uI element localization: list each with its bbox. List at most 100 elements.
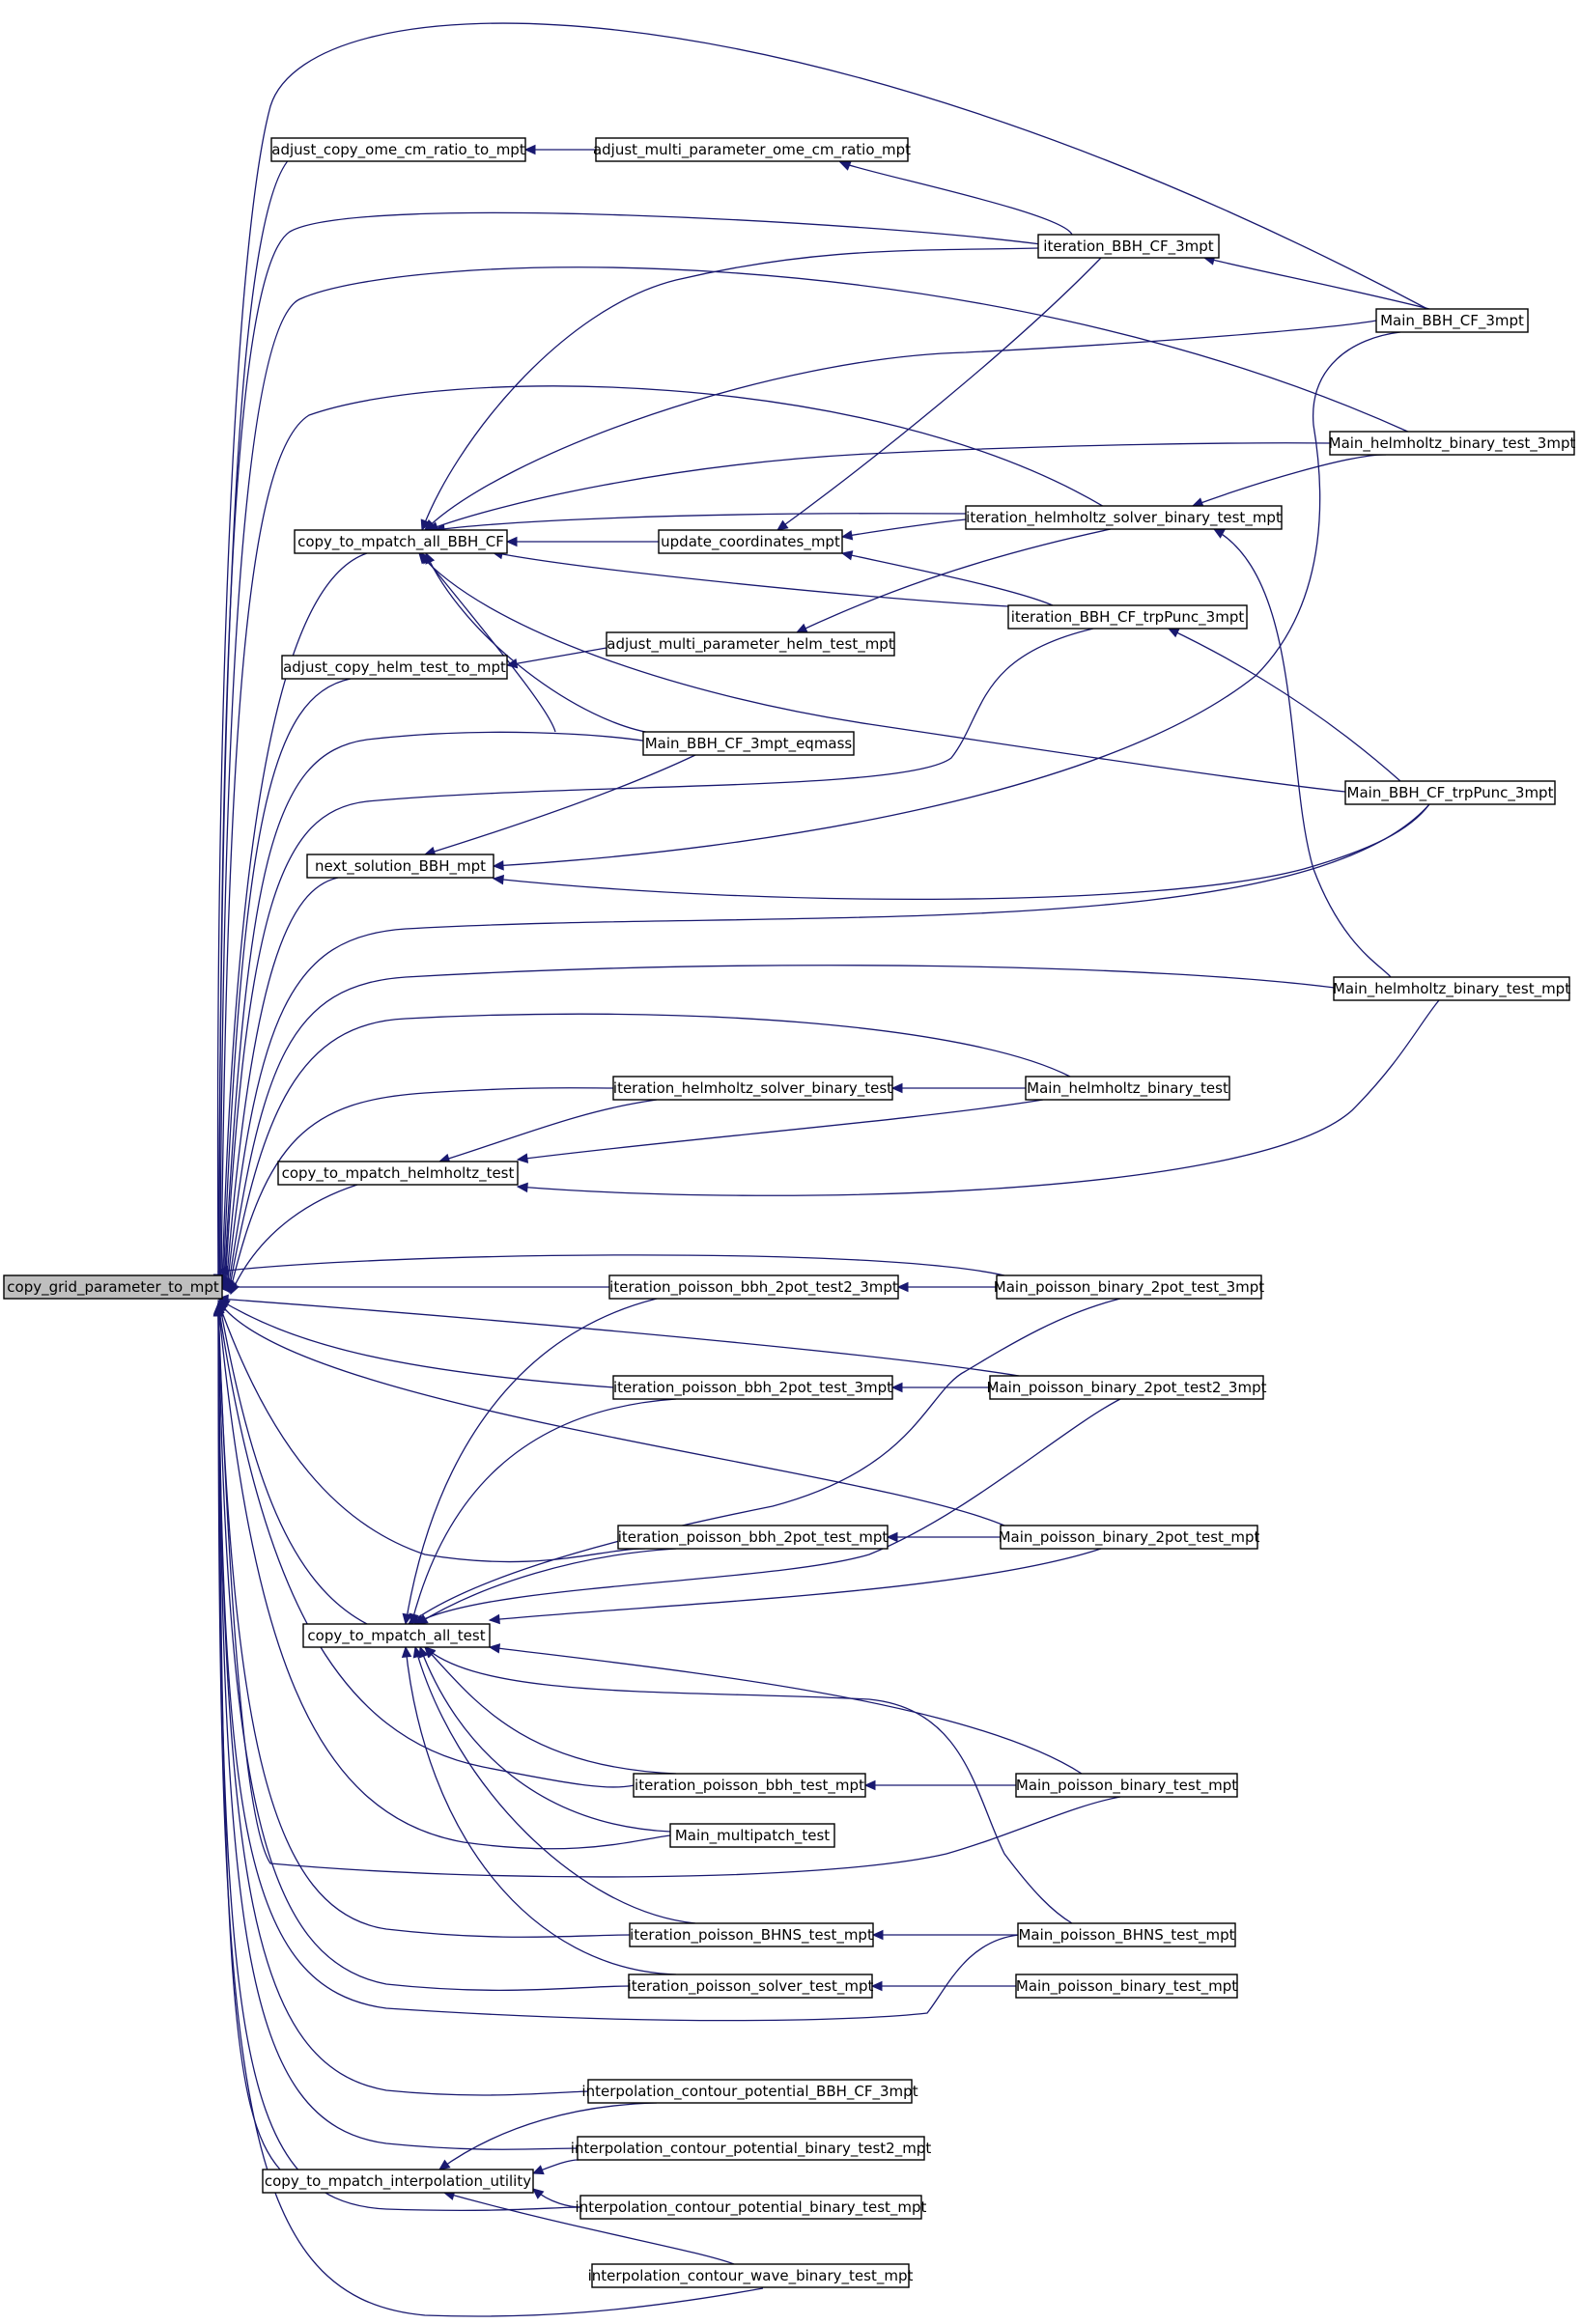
edge-root-from-mpb2tm	[217, 1299, 1005, 1526]
edge-root-from-cmht	[230, 1184, 358, 1296]
node-iteration-bbh-cf-3mpt[interactable]: iteration_BBH_CF_3mpt	[1037, 234, 1220, 259]
edge-cmbbh-from-mbbtp	[418, 552, 1346, 793]
node-interpolation-contour-potential-bbh-cf-3mpt[interactable]: interpolation_contour_potential_BBH_CF_3…	[581, 2079, 918, 2104]
node-copy-to-mpatch-helmholtz-test[interactable]: copy_to_mpatch_helmholtz_test	[277, 1161, 519, 1186]
edge-cmat-from-mpb2t23	[412, 1398, 1121, 1625]
node-update-coordinates-mpt[interactable]: update_coordinates_mpt	[658, 529, 843, 554]
node-main-bbh-cf-3mpt-eqmass[interactable]: Main_BBH_CF_3mpt_eqmass	[642, 731, 855, 756]
node-main-poisson-binary-test-mpt[interactable]: Main_poisson_binary_test_mpt	[1015, 1974, 1238, 1999]
node-box	[1000, 1525, 1258, 1550]
edge-cmat-from-ipb2t23	[402, 1298, 658, 1626]
node-interpolation-contour-wave-binary-test-mpt[interactable]: interpolation_contour_wave_binary_test_m…	[588, 2263, 914, 2288]
node-box	[965, 505, 1283, 530]
node-iteration-poisson-bbh-2pot-test2-3mpt[interactable]: iteration_poisson_bbh_2pot_test2_3mpt	[608, 1274, 899, 1300]
node-box	[628, 1974, 873, 1999]
node-iteration-poisson-bbh-2pot-test-3mpt[interactable]: iteration_poisson_bbh_2pot_test_3mpt	[612, 1375, 893, 1400]
arrowhead	[402, 1612, 412, 1626]
node-box	[306, 854, 494, 879]
node-label: copy_to_mpatch_helmholtz_test	[282, 1164, 515, 1183]
arrowhead	[230, 1282, 240, 1296]
edge-ucm-from-itbbh	[776, 257, 1102, 531]
edge-ucm-from-itbtp	[840, 550, 1054, 606]
edge-root-from-ipb2t23	[216, 1281, 609, 1293]
node-copy-to-mpatch-interpolation-utility[interactable]: copy_to_mpatch_interpolation_utility	[262, 2169, 534, 2194]
node-box	[1015, 1773, 1238, 1798]
node-copy-grid-parameter-to-mpt[interactable]: copy_grid_parameter_to_mpt	[3, 1274, 223, 1300]
node-iteration-poisson-bbh-test-mpt[interactable]: iteration_poisson_bbh_test_mpt	[633, 1773, 866, 1798]
node-label: Main_helmholtz_binary_test	[1027, 1079, 1228, 1098]
edge-root-from-mpb2t3	[216, 1254, 1005, 1276]
node-main-poisson-bhns-test-mpt[interactable]: Main_poisson_BHNS_test_mpt	[1017, 1922, 1236, 1947]
node-next-solution-bbh-mpt[interactable]: next_solution_BBH_mpt	[306, 854, 494, 879]
arrowhead	[890, 1082, 903, 1094]
node-interpolation-contour-potential-binary-test-mpt[interactable]: interpolation_contour_potential_binary_t…	[576, 2195, 927, 2220]
node-adjust-copy-helm-test-to-mpt[interactable]: adjust_copy_helm_test_to_mpt	[281, 655, 508, 680]
node-adjust-multi-parameter-ome-cm-ratio-mpt[interactable]: adjust_multi_parameter_ome_cm_ratio_mpt	[593, 137, 911, 162]
edge-cmat-from-mpbt1	[488, 1643, 1083, 1775]
edge-root-from-ipbt	[214, 1302, 635, 1788]
node-box	[270, 137, 526, 162]
node-box	[629, 1922, 874, 1947]
node-label: iteration_helmholtz_solver_binary_test_m…	[966, 509, 1282, 527]
node-main-helmholtz-binary-test[interactable]: Main_helmholtz_binary_test	[1025, 1076, 1230, 1101]
edge-cmiu-from-icp	[438, 2102, 658, 2170]
node-iteration-helmholtz-solver-binary-test-mpt[interactable]: iteration_helmholtz_solver_binary_test_m…	[965, 505, 1283, 530]
edge-nsbbh-from-mbbh	[492, 331, 1401, 871]
edge-cmbbh-from-itbbh	[420, 247, 1039, 532]
node-label: interpolation_contour_potential_binary_t…	[571, 2140, 932, 2158]
node-box	[612, 1375, 893, 1400]
node-label: Main_BBH_CF_3mpt	[1380, 312, 1524, 330]
arrowhead	[863, 1779, 876, 1791]
node-interpolation-contour-potential-binary-test2-mpt[interactable]: interpolation_contour_potential_binary_t…	[571, 2136, 932, 2161]
node-label: iteration_BBH_CF_trpPunc_3mpt	[1011, 608, 1245, 627]
node-iteration-poisson-bbh-2pot-test-mpt[interactable]: iteration_poisson_bbh_2pot_test_mpt	[617, 1525, 889, 1550]
edge-root-from-icpb2	[212, 1303, 579, 2150]
edge-root-from-icwbt	[212, 1304, 764, 2317]
node-main-poisson-binary-2pot-test2-3mpt[interactable]: Main_poisson_binary_2pot_test2_3mpt	[987, 1375, 1267, 1400]
arrowhead	[488, 1643, 501, 1654]
node-label: adjust_copy_ome_cm_ratio_to_mpt	[271, 141, 525, 159]
edge-root-from-mpb2t23	[216, 1294, 1020, 1377]
node-main-multipatch-test[interactable]: Main_multipatch_test	[669, 1823, 835, 1848]
node-label: Main_poisson_binary_2pot_test2_3mpt	[987, 1379, 1267, 1397]
arrowhead	[896, 1281, 909, 1293]
node-adjust-copy-ome-cm-ratio-to-mpt[interactable]: adjust_copy_ome_cm_ratio_to_mpt	[270, 137, 526, 162]
edge-ipb2t23-from-mpb2t3	[896, 1281, 997, 1293]
node-main-poisson-binary-test-mpt[interactable]: Main_poisson_binary_test_mpt	[1015, 1773, 1238, 1798]
node-iteration-bbh-cf-trppunc-3mpt[interactable]: iteration_BBH_CF_trpPunc_3mpt	[1007, 604, 1248, 630]
node-main-poisson-binary-2pot-test-mpt[interactable]: Main_poisson_binary_2pot_test_mpt	[999, 1525, 1260, 1550]
node-box	[642, 731, 855, 756]
node-main-helmholtz-binary-test-mpt[interactable]: Main_helmholtz_binary_test_mpt	[1333, 976, 1570, 1001]
node-iteration-poisson-solver-test-mpt[interactable]: iteration_poisson_solver_test_mpt	[628, 1974, 874, 1999]
node-label: copy_to_mpatch_all_test	[307, 1627, 485, 1645]
edge-root-from-mhb3	[214, 266, 1411, 1287]
arrowhead	[420, 518, 431, 532]
graph-nodes: copy_grid_parameter_to_mpt adjust_copy_om…	[3, 137, 1576, 2288]
node-adjust-multi-parameter-helm-test-mpt[interactable]: adjust_multi_parameter_helm_test_mpt	[606, 631, 895, 657]
arrowhead	[216, 1281, 229, 1293]
arrowhead	[492, 874, 504, 885]
arrowhead	[870, 1980, 883, 1992]
node-label: iteration_poisson_bbh_2pot_test_mpt	[618, 1528, 889, 1547]
node-label: copy_grid_parameter_to_mpt	[7, 1278, 219, 1297]
edge-cmbbh-from-ucm	[505, 536, 659, 547]
node-box	[1025, 1076, 1230, 1101]
node-copy-to-mpatch-all-bbh-cf[interactable]: copy_to_mpatch_all_BBH_CF	[294, 529, 508, 554]
arrowhead	[776, 519, 789, 531]
node-copy-to-mpatch-all-test[interactable]: copy_to_mpatch_all_test	[302, 1623, 491, 1648]
edge-cmbbh-from-mbbeq2	[420, 552, 556, 733]
arrowhead	[516, 1182, 528, 1193]
node-label: iteration_poisson_bbh_test_mpt	[635, 1777, 864, 1795]
node-main-bbh-cf-3mpt[interactable]: Main_BBH_CF_3mpt	[1375, 308, 1529, 333]
edge-root-from-ihsb	[227, 1087, 615, 1295]
node-main-helmholtz-binary-test-3mpt[interactable]: Main_helmholtz_binary_test_3mpt	[1329, 431, 1576, 456]
edge-root-from-mbbeq	[219, 731, 650, 1290]
node-label: adjust_multi_parameter_ome_cm_ratio_mpt	[593, 141, 911, 159]
edge-cmht-from-mhb	[516, 1099, 1044, 1163]
node-box	[1375, 308, 1529, 333]
node-main-poisson-binary-2pot-test-3mpt[interactable]: Main_poisson_binary_2pot_test_3mpt	[994, 1274, 1265, 1300]
node-iteration-helmholtz-solver-binary-test[interactable]: iteration_helmholtz_solver_binary_test	[612, 1076, 893, 1101]
node-iteration-poisson-bhns-test-mpt[interactable]: iteration_poisson_BHNS_test_mpt	[629, 1922, 874, 1947]
node-main-bbh-cf-trppunc-3mpt[interactable]: Main_BBH_CF_trpPunc_3mpt	[1344, 780, 1556, 805]
edge-cmat-from-mpbhns	[424, 1646, 1073, 1924]
